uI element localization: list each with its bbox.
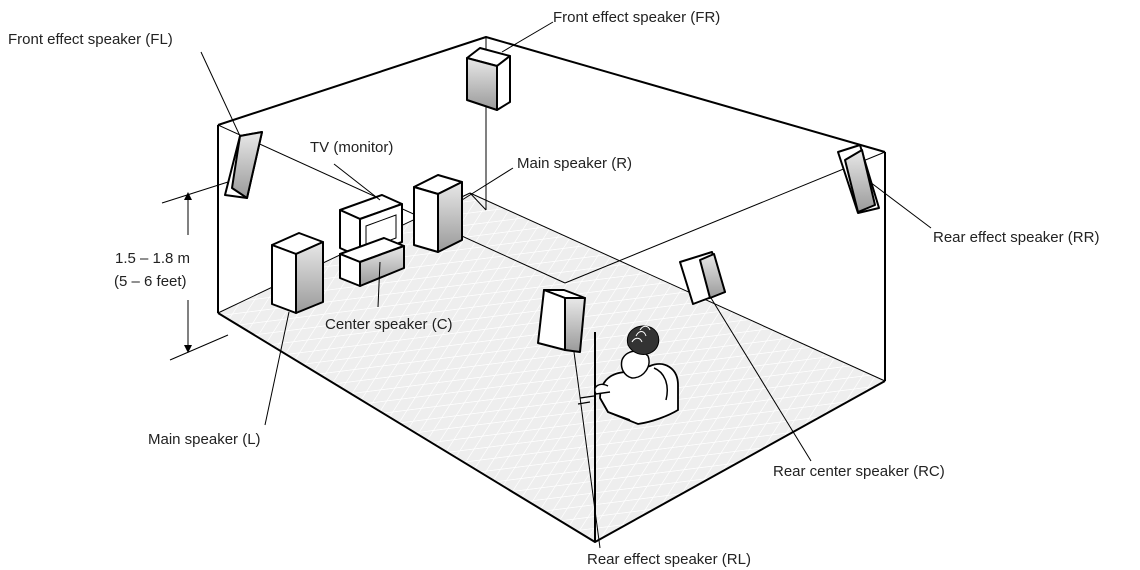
label-tv-monitor: TV (monitor) [310,139,393,156]
speaker-main-l [271,232,324,314]
speaker-rear-center [679,251,726,305]
leader-lines [200,21,932,549]
speaker-rear-effect-rr [837,144,880,214]
speaker-front-effect-fr [466,47,511,111]
label-height-m: 1.5 – 1.8 m [115,250,190,267]
label-rear-effect-rr: Rear effect speaker (RR) [933,229,1099,246]
speaker-rear-effect-rl [537,289,586,353]
label-rear-effect-rl: Rear effect speaker (RL) [587,551,751,568]
label-front-effect-fr: Front effect speaker (FR) [553,9,720,26]
speaker-front-effect-fl [224,131,263,199]
listener-in-armchair [577,325,679,425]
label-front-effect-fl: Front effect speaker (FL) [8,31,173,48]
label-main-r: Main speaker (R) [517,155,632,172]
speaker-center [339,237,405,287]
label-rear-center: Rear center speaker (RC) [773,463,945,480]
label-center: Center speaker (C) [325,316,453,333]
room-floor [218,193,885,542]
label-main-l: Main speaker (L) [148,431,261,448]
speaker-main-r [413,174,463,253]
height-indicator [161,181,229,361]
label-height-ft: (5 – 6 feet) [114,273,187,290]
room-outline [217,36,886,543]
